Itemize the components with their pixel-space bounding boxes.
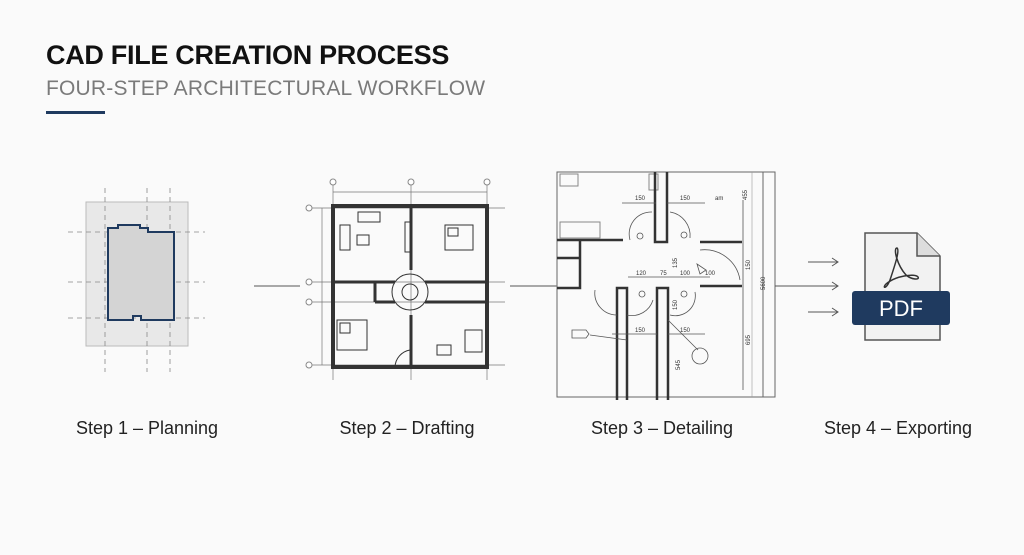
dimension-label: 135 [673, 257, 679, 268]
dimension-label: 545 [676, 359, 682, 370]
dimension-label: 150 [680, 328, 691, 334]
pdf-file-icon: PDF [852, 232, 950, 341]
title-accent-bar [46, 111, 105, 114]
dimension-label: 150 [746, 259, 752, 270]
floor-plan-icon [305, 178, 505, 380]
dimension-label: 5600 [761, 276, 767, 290]
dimension-label: 150 [673, 299, 679, 310]
arrow-icons [775, 257, 839, 317]
site-outline-icon [68, 188, 205, 372]
pdf-label: PDF [879, 296, 923, 321]
dimension-label: 75 [660, 271, 667, 277]
acrobat-logo-icon [883, 247, 920, 288]
step-4-label: Step 4 – Exporting [823, 418, 973, 438]
dimension-label: 100 [705, 271, 716, 277]
dimension-label: 455 [743, 189, 749, 200]
dimension-label: 695 [746, 334, 752, 345]
step-3-label: Step 3 – Detailing [590, 418, 734, 438]
dimension-label: am [715, 196, 723, 202]
dimension-label: 100 [680, 271, 691, 277]
detail-drawing-icon: 150 150 am 455 120 75 100 100 135 150 15… [540, 171, 776, 400]
step-2-label: Step 2 – Drafting [339, 418, 475, 438]
dimension-label: 150 [635, 196, 646, 202]
step-1-label: Step 1 – Planning [75, 418, 219, 438]
dimension-label: 150 [635, 328, 646, 334]
page-title: CAD FILE CREATION PROCESS [46, 40, 450, 70]
page-subtitle: FOUR-STEP ARCHITECTURAL WORKFLOW [46, 77, 486, 100]
dimension-label: 120 [636, 271, 647, 277]
dimension-label: 150 [680, 196, 691, 202]
